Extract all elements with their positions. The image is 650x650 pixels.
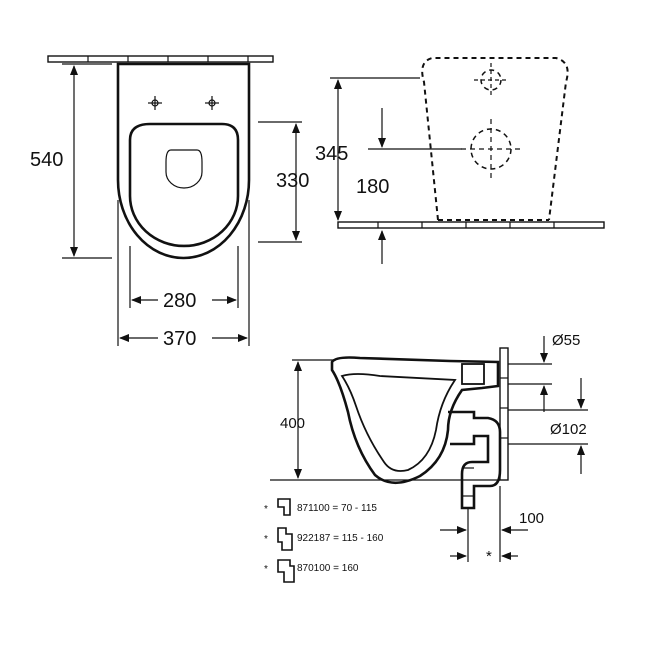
inlet-connector	[461, 363, 485, 385]
bowl-outline-top	[116, 62, 251, 260]
top-wall	[47, 55, 274, 63]
inlet-crosshair	[474, 63, 508, 97]
dim-height-rim: 400	[280, 415, 305, 432]
dim-height-total: 345	[315, 143, 348, 165]
dim-height-fixing: 180	[356, 176, 389, 198]
connector-text: 870100 = 160	[297, 563, 359, 574]
connector-pictogram-2	[277, 527, 293, 551]
seat-opening	[128, 122, 240, 248]
connector-legend: * 871100 = 70 - 115 * 922187 = 115 - 160…	[264, 498, 384, 583]
outlet-pipe	[448, 410, 502, 510]
rear-view: 345 180	[315, 57, 605, 264]
connector-mark: *	[264, 564, 268, 575]
dim-outlet-diameter: Ø102	[550, 421, 587, 438]
connector-item-3: * 870100 = 160	[264, 559, 359, 583]
connector-pictogram-3	[277, 559, 295, 583]
side-view: 400 Ø55 Ø102 100 *	[270, 332, 588, 565]
connector-item-1: * 871100 = 70 - 115	[264, 498, 377, 516]
dim-outlet-offset: 100	[519, 510, 544, 527]
dim-width-seat: 280	[163, 290, 196, 312]
connector-text: 922187 = 115 - 160	[297, 533, 384, 544]
outlet-crosshair	[461, 119, 521, 179]
dim-width-overall: 370	[163, 328, 196, 350]
side-wall	[499, 347, 509, 481]
connector-mark: *	[264, 504, 268, 515]
dim-depth-bowl: 330	[276, 170, 309, 192]
dim-depth-overall: 540	[30, 149, 63, 171]
inner-rim	[165, 149, 203, 189]
connector-pictogram-1	[277, 498, 291, 516]
fixing-crosshair-left	[148, 96, 162, 110]
connector-item-2: * 922187 = 115 - 160	[264, 527, 384, 551]
bowl-inner-profile	[340, 373, 457, 472]
connector-mark: *	[264, 534, 268, 545]
top-view: 540 330 280 370	[30, 55, 309, 350]
connector-text: 871100 = 70 - 115	[297, 503, 377, 514]
dim-inlet-diameter: Ø55	[552, 332, 580, 349]
bowl-profile	[330, 356, 500, 485]
fixing-crosshair-right	[205, 96, 219, 110]
dim-asterisk-mark: *	[486, 548, 492, 565]
rear-body-dashed	[421, 57, 569, 221]
rear-floor	[337, 221, 605, 229]
